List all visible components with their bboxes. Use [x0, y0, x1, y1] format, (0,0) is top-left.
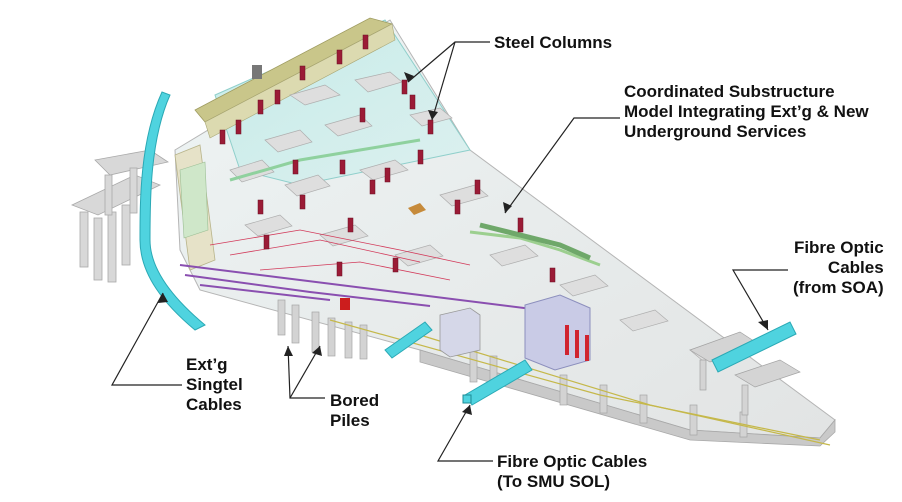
callout-lines: [110, 41, 788, 462]
label-fibre-optic-soa: Fibre Optic Cables (from SOA): [793, 238, 884, 297]
label-singtel-cables: Ext’g Singtel Cables: [186, 355, 243, 414]
label-coordinated-model: Coordinated Substructure Model Integrati…: [624, 82, 869, 141]
callout-arrowheads: [158, 72, 768, 415]
fibre-optic-duct-smu: [462, 359, 533, 406]
purple-pipes: [179, 264, 541, 311]
singtel-cable-duct: [139, 91, 206, 331]
bored-piles-bottom: [277, 299, 748, 438]
fibre-optic-duct-mid: [384, 321, 433, 359]
fibre-optic-duct-soa: [711, 321, 797, 373]
top-beam: [194, 17, 396, 139]
label-bored-piles: Bored Piles: [330, 391, 380, 430]
left-pile-group: [70, 149, 169, 283]
equipment-box: [252, 65, 262, 79]
green-services: [229, 138, 601, 267]
label-fibre-optic-smu: Fibre Optic Cables (To SMU SOL): [497, 452, 648, 491]
left-frame: [174, 144, 216, 271]
red-service-lines: [209, 229, 471, 281]
label-steel-columns: Steel Columns: [494, 33, 613, 52]
steel-columns: [219, 34, 556, 283]
equipment-block: [340, 294, 591, 371]
bottom-edge-lines: [329, 319, 831, 446]
brown-object: [408, 203, 426, 215]
